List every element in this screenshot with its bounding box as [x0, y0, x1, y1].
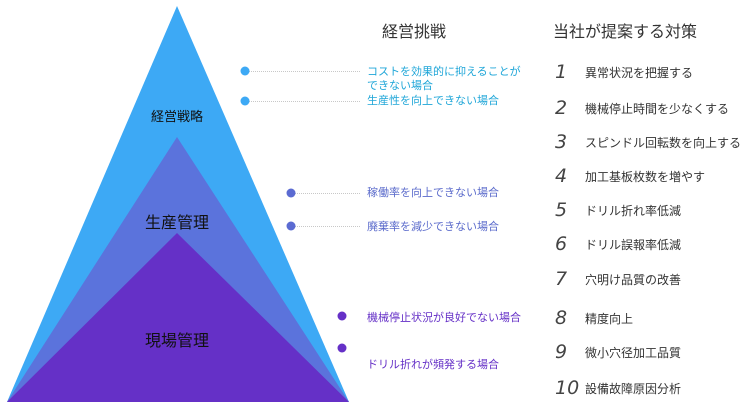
challenge-text: 廃棄率を減少できない場合 — [367, 220, 499, 233]
solution-number: 8 — [555, 307, 568, 329]
solutions-header: 当社が提案する対策 — [553, 22, 698, 41]
layer-label-production: 生産管理 — [144, 213, 210, 232]
solution-number: 3 — [555, 131, 568, 153]
solution-number: 5 — [555, 199, 568, 221]
solution-item-6: 6 ドリル誤報率低減 — [555, 232, 681, 256]
solution-text: 機械停止時間を少なくする — [585, 101, 730, 116]
solution-number: 2 — [555, 97, 568, 119]
challenges-header: 経営挑戦 — [382, 22, 447, 41]
connector-line — [245, 71, 360, 72]
solution-text: 設備故障原因分析 — [585, 381, 682, 396]
connector-line — [291, 193, 360, 194]
solution-text: 微小穴径加工品質 — [585, 345, 682, 360]
solution-number: 6 — [555, 233, 568, 255]
solution-item-1: 1 異常状況を把握する — [555, 60, 693, 84]
solution-number: 10 — [555, 377, 580, 399]
solution-text: 異常状況を把握する — [585, 65, 694, 80]
solution-number: 4 — [555, 165, 568, 187]
connector-line — [291, 226, 360, 227]
solution-number: 1 — [555, 61, 568, 83]
challenge-dot — [240, 96, 250, 106]
solution-text: 穴明け品質の改善 — [585, 272, 682, 287]
solution-number: 9 — [555, 341, 568, 363]
solution-item-9: 9 微小穴径加工品質 — [555, 340, 681, 364]
solution-text: 精度向上 — [585, 311, 634, 326]
challenge-text: コストを効果的に抑えることができない場合 — [367, 65, 521, 92]
challenge-dot — [337, 343, 347, 353]
solution-item-8: 8 精度向上 — [555, 306, 633, 330]
solution-text: ドリル折れ率低減 — [585, 203, 682, 218]
challenge-text: 稼働率を向上できない場合 — [367, 186, 499, 199]
challenge-text: ドリル折れが頻発する場合 — [367, 358, 499, 371]
solution-item-5: 5 ドリル折れ率低減 — [555, 198, 681, 222]
challenge-text: 機械停止状況が良好でない場合 — [367, 311, 521, 324]
solution-text: 加工基板枚数を増やす — [585, 169, 706, 184]
layer-field-shape — [7, 233, 349, 402]
solution-number: 7 — [555, 268, 568, 290]
pyramid-diagram — [7, 6, 349, 402]
challenge-dot — [240, 66, 250, 76]
solution-text: スピンドル回転数を向上する — [585, 135, 742, 150]
solution-item-7: 7 穴明け品質の改善 — [555, 267, 681, 291]
challenge-dot — [337, 311, 347, 321]
challenge-dot — [286, 188, 296, 198]
solution-item-4: 4 加工基板枚数を増やす — [555, 164, 705, 188]
solution-item-10: 10 設備故障原因分析 — [555, 376, 681, 400]
connector-line — [245, 101, 360, 102]
challenge-dot — [286, 221, 296, 231]
solution-text: ドリル誤報率低減 — [585, 237, 682, 252]
layer-label-strategy: 経営戦略 — [150, 110, 204, 125]
challenge-text: 生産性を向上できない場合 — [367, 94, 499, 107]
solution-item-3: 3 スピンドル回転数を向上する — [555, 130, 741, 154]
solution-item-2: 2 機械停止時間を少なくする — [555, 96, 729, 120]
layer-label-field: 現場管理 — [144, 331, 210, 350]
